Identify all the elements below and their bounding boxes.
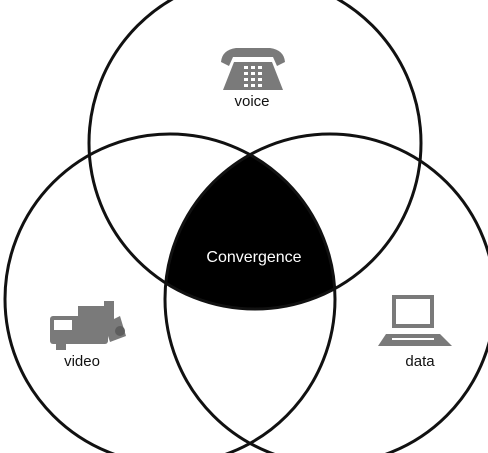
data-circle xyxy=(163,132,488,453)
convergence-label-box xyxy=(185,243,324,270)
data-label: data xyxy=(405,353,435,370)
telephone-icon xyxy=(221,48,285,90)
video-camera-icon xyxy=(50,301,126,350)
voice-label: voice xyxy=(234,93,269,110)
video-circle xyxy=(3,132,337,453)
convergence-label: Convergence xyxy=(206,249,301,266)
voice-circle xyxy=(87,0,423,311)
video-label: video xyxy=(64,353,100,370)
laptop-icon xyxy=(378,295,452,346)
